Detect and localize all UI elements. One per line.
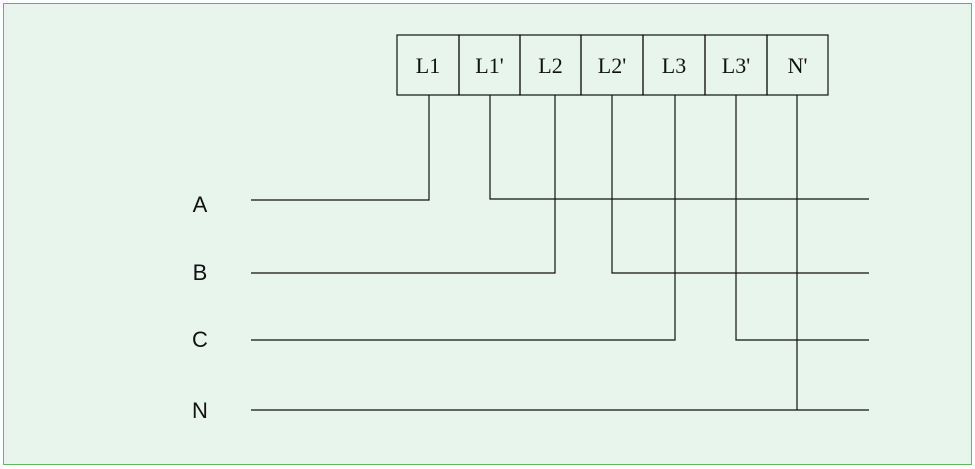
terminal-label-l3: L3 [662,53,686,78]
line-label-a: A [193,192,208,217]
wiring [251,95,869,411]
terminal-label-l2: L2 [538,53,562,78]
wire-b-out [611,95,869,274]
line-labels: A B C N [192,192,208,423]
terminal-label-l3-prime: L3' [722,53,750,78]
wire-b-in [251,95,556,274]
line-label-n: N [192,398,208,423]
wire-a-out [489,95,869,200]
wire-c-out [735,95,869,341]
terminal-label-n-prime: N' [788,53,808,78]
terminal-label-l2-prime: L2' [598,53,626,78]
wire-c-in [251,95,676,341]
line-label-c: C [192,327,208,352]
terminal-block: L1 L1' L2 L2' L3 L3' N' [396,34,829,96]
diagram-panel [3,3,972,465]
line-label-b: B [193,260,208,285]
terminal-label-l1-prime: L1' [475,53,503,78]
terminal-label-l1: L1 [416,53,440,78]
wire-a-in [251,95,430,201]
